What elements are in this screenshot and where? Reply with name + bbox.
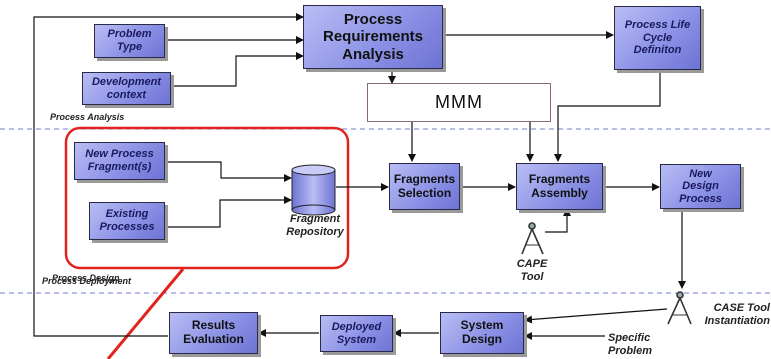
section-label-analysis: Process Analysis [50,112,125,122]
label-line: Problem [608,344,653,357]
box-line: Definiton [633,44,682,57]
section-label-deployment: Process Deployment [42,276,132,286]
box-line: Type [116,41,143,53]
cape-tool-label: CAPE Tool [512,258,552,283]
box-line: Selection [397,185,452,200]
box-line: New Process [85,148,154,161]
arrow-existing-repo [165,196,292,228]
box-line: Evaluation [183,332,244,346]
box-line: Existing [105,208,149,221]
label-line: CAPE [516,258,548,270]
box-line: Design [461,332,502,346]
box-line: Fragments [393,171,456,186]
highlight-pointer [106,268,185,359]
box-line: Processes [99,221,155,233]
box-line: Results [191,318,236,333]
box-line: Fragments [528,171,591,186]
box-line: context [106,88,147,101]
mmm-box[interactable]: MMM [367,83,551,122]
highlight-box [64,126,350,270]
results-evaluation-box[interactable]: Results Evaluation [169,312,258,354]
label-line: Repository [286,225,344,238]
box-line: Problem [107,28,152,41]
label-line: CASE Tool [713,302,770,314]
process-life-cycle-definition-box[interactable]: Process Life Cycle Definiton [614,6,701,70]
arrow-case-systemdesign [524,308,668,324]
box-line: Deployed [331,320,382,333]
box-line: Process [343,11,403,29]
fragments-assembly-box[interactable]: Fragments Assembly [516,163,603,210]
box-line: Analysis [342,45,404,63]
specific-problem-label: Specific Problem [608,332,658,357]
existing-processes-box[interactable]: Existing Processes [89,202,165,240]
arrow-newfrag-repo [165,161,292,182]
new-design-process-box[interactable]: New Design Process [660,164,741,209]
fragments-selection-box[interactable]: Fragments Selection [389,163,460,210]
fragment-repository-label: Fragment Repository [280,213,350,238]
box-line: Requirements [322,28,424,46]
deployed-system-box[interactable]: Deployed System [320,315,393,352]
section-label-design: Process Design [52,273,120,283]
arrow-dev-context [171,52,304,87]
process-requirements-analysis-box[interactable]: Process Requirements Analysis [303,5,443,69]
database-icon [291,164,336,216]
label-line: Fragment [289,213,341,225]
box-line: New [689,167,712,180]
system-design-box[interactable]: System Design [440,312,524,354]
label-line: Instantiation [704,314,770,327]
box-line: Development [91,75,162,88]
new-process-fragments-box[interactable]: New Process Fragment(s) [74,142,165,180]
development-context-box[interactable]: Development context [82,72,171,105]
box-line: System [460,318,504,333]
box-line: Design [682,180,719,193]
compass-icon [521,222,544,255]
box-line: Process Life [624,19,691,32]
arrow-cape-assembly [545,208,571,233]
label-line: Specific [608,332,651,344]
arrow-lifecycle-assembly [554,72,661,162]
case-tool-instantiation-label: CASE Tool Instantiation [694,302,770,327]
compass-icon [667,291,692,325]
box-line: System [336,333,377,346]
label-line: Tool [520,270,544,283]
box-line: Process [679,192,722,205]
arrow-feedback-loop [33,13,304,337]
box-line: Cycle [642,31,673,44]
problem-type-box[interactable]: Problem Type [94,24,165,58]
box-line: Assembly [531,185,588,200]
box-line: Fragment(s) [87,161,152,173]
